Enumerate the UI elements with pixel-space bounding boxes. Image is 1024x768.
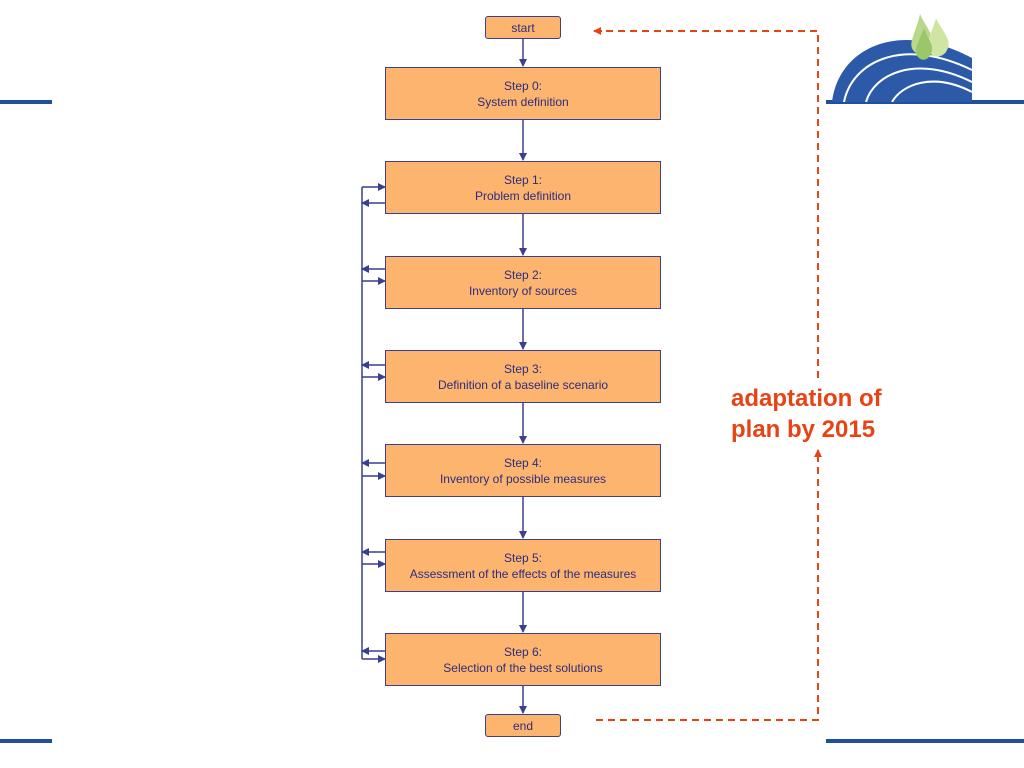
step-box-0: Step 0: System definition [385, 67, 661, 120]
step-title: Assessment of the effects of the measure… [409, 566, 637, 581]
step-title: Definition of a baseline scenario [437, 377, 609, 392]
step-box-4: Step 4: Inventory of possible measures [385, 444, 661, 497]
step-box-1: Step 1: Problem definition [385, 161, 661, 214]
left-top-rule [0, 100, 52, 104]
step-box-3: Step 3: Definition of a baseline scenari… [385, 350, 661, 403]
step-box-2: Step 2: Inventory of sources [385, 256, 661, 309]
feedback-loop-arrows [361, 183, 386, 663]
adaptation-note: adaptation of plan by 2015 [731, 383, 882, 445]
step-number: Step 3: [503, 361, 543, 376]
left-bottom-rule [0, 739, 52, 743]
step-title: System definition [477, 94, 569, 109]
step-box-6: Step 6: Selection of the best solutions [385, 633, 661, 686]
adaptation-note-line-2: plan by 2015 [731, 416, 876, 443]
step-box-5: Step 5: Assessment of the effects of the… [385, 539, 661, 592]
end-node: end [485, 714, 561, 737]
adaptation-note-line-1: adaptation of [731, 385, 882, 412]
step-title: Inventory of possible measures [439, 471, 607, 486]
step-number: Step 0: [503, 78, 543, 93]
step-number: Step 1: [503, 172, 543, 187]
water-drops-logo-icon [832, 14, 973, 102]
start-node: start [485, 16, 561, 39]
right-top-rule [826, 100, 1024, 104]
step-title: Selection of the best solutions [443, 660, 603, 675]
step-number: Step 6: [503, 644, 543, 659]
step-number: Step 4: [503, 455, 543, 470]
right-bottom-rule [826, 739, 1024, 743]
adaptation-feedback-arrow [593, 27, 822, 721]
end-label: end [512, 718, 534, 733]
step-number: Step 5: [503, 550, 543, 565]
step-number: Step 2: [503, 267, 543, 282]
step-title: Problem definition [474, 188, 572, 203]
start-label: start [511, 20, 535, 35]
step-title: Inventory of sources [468, 283, 578, 298]
